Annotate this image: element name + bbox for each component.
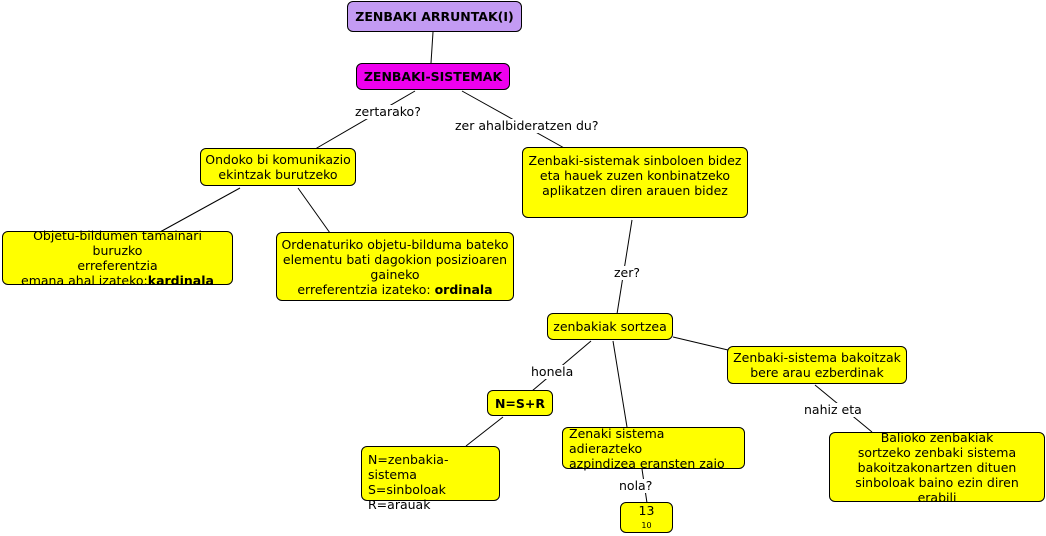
- edge-label-what: zer?: [612, 265, 643, 280]
- node-cardinal: Objetu-bildumen tamainari buruzko errefe…: [2, 228, 233, 288]
- node-ordinal-line: elementu bati dagokion posizioaren: [282, 251, 508, 267]
- node-equivalent-line: sortzeko zenbaki sistema: [857, 444, 1017, 460]
- node-create-text: zenbakiak sortzea: [553, 319, 667, 334]
- node-purpose-line: ekintzak burutzeko: [218, 167, 338, 182]
- link-root-systems: [430, 31, 434, 64]
- node-enables-line: aplikatzen diren arauen bidez: [542, 183, 728, 198]
- node-ordinal: Ordenaturiko objetu-bilduma bateko eleme…: [276, 232, 514, 301]
- node-legend-line: N=zenbakia-sistema: [368, 452, 449, 482]
- node-formula: N=S+R: [487, 390, 553, 416]
- node-example-subscript: 10: [641, 520, 652, 530]
- node-purpose-line: Ondoko bi komunikazio: [205, 152, 351, 167]
- node-example-base: 13: [638, 502, 655, 518]
- node-ordinal-bold: ordinala: [434, 281, 493, 297]
- node-cardinal-prefix: emana ahal izateko:: [21, 273, 148, 288]
- node-legend: N=zenbakia-sistema S=sinboloak R=arauak: [361, 446, 500, 512]
- node-ordinal-line: gaineko: [370, 266, 420, 282]
- node-root-text: ZENBAKI ARRUNTAK(I): [355, 9, 514, 24]
- edge-label-how-q: nola?: [617, 478, 655, 493]
- edge-label-although: nahiz eta: [802, 402, 864, 417]
- node-cardinal-line: Objetu-bildumen tamainari buruzko: [33, 228, 202, 258]
- node-systems: ZENBAKI-SISTEMAK: [356, 63, 510, 90]
- node-systems-text: ZENBAKI-SISTEMAK: [363, 69, 503, 84]
- node-index-line: Zenaki sistema adierazteko: [569, 425, 665, 456]
- node-cardinal-line: erreferentzia: [77, 258, 158, 273]
- node-legend-line: S=sinboloak: [368, 482, 446, 497]
- node-each-rules: Zenbaki-sistema bakoitzak bere arau ezbe…: [727, 346, 907, 384]
- edge-label-what-for: zertarako?: [353, 104, 423, 119]
- node-index-line: azpindizea eransten zaio: [569, 455, 725, 471]
- node-example: 13 10: [620, 502, 673, 533]
- node-equivalent-line: sinboloak baino ezin diren erabili: [855, 474, 1019, 505]
- node-legend-line: R=arauak: [368, 497, 431, 512]
- node-equivalent: Balioko zenbakiak sortzeko zenbaki siste…: [829, 429, 1045, 505]
- edge-label-how: honela: [529, 364, 576, 379]
- link-formula-legend: [465, 416, 504, 447]
- node-enables-line: eta hauek zuzen konbinatzeko: [539, 168, 731, 183]
- node-equivalent-line: Balioko zenbakiak: [880, 429, 994, 445]
- link-purpose-ordinal: [297, 187, 331, 234]
- node-create: zenbakiak sortzea: [547, 313, 673, 340]
- link-purpose-cardinal: [159, 187, 241, 233]
- link-systems-purpose: [309, 90, 416, 153]
- node-cardinal-bold: kardinala: [147, 273, 214, 288]
- node-each-rules-line: bere arau ezberdinak: [750, 365, 884, 380]
- node-root: ZENBAKI ARRUNTAK(I): [347, 1, 522, 32]
- link-create-index: [612, 340, 628, 428]
- link-create-rules: [672, 336, 729, 351]
- node-ordinal-line: Ordenaturiko objetu-bilduma bateko: [281, 236, 509, 252]
- node-formula-text: N=S+R: [494, 395, 546, 411]
- node-purpose: Ondoko bi komunikazio ekintzak burutzeko: [200, 148, 356, 186]
- node-index: Zenaki sistema adierazteko azpindizea er…: [562, 425, 745, 471]
- node-enables: Zenbaki-sistemak sinboloen bidez eta hau…: [522, 147, 748, 218]
- node-each-rules-line: Zenbaki-sistema bakoitzak: [733, 350, 901, 365]
- node-ordinal-prefix: erreferentzia izateko:: [297, 281, 435, 297]
- edge-label-what-enables: zer ahalbideratzen du?: [453, 118, 601, 133]
- node-enables-line: Zenbaki-sistemak sinboloen bidez: [528, 153, 742, 168]
- node-equivalent-line: bakoitzakonartzen dituen: [857, 459, 1017, 475]
